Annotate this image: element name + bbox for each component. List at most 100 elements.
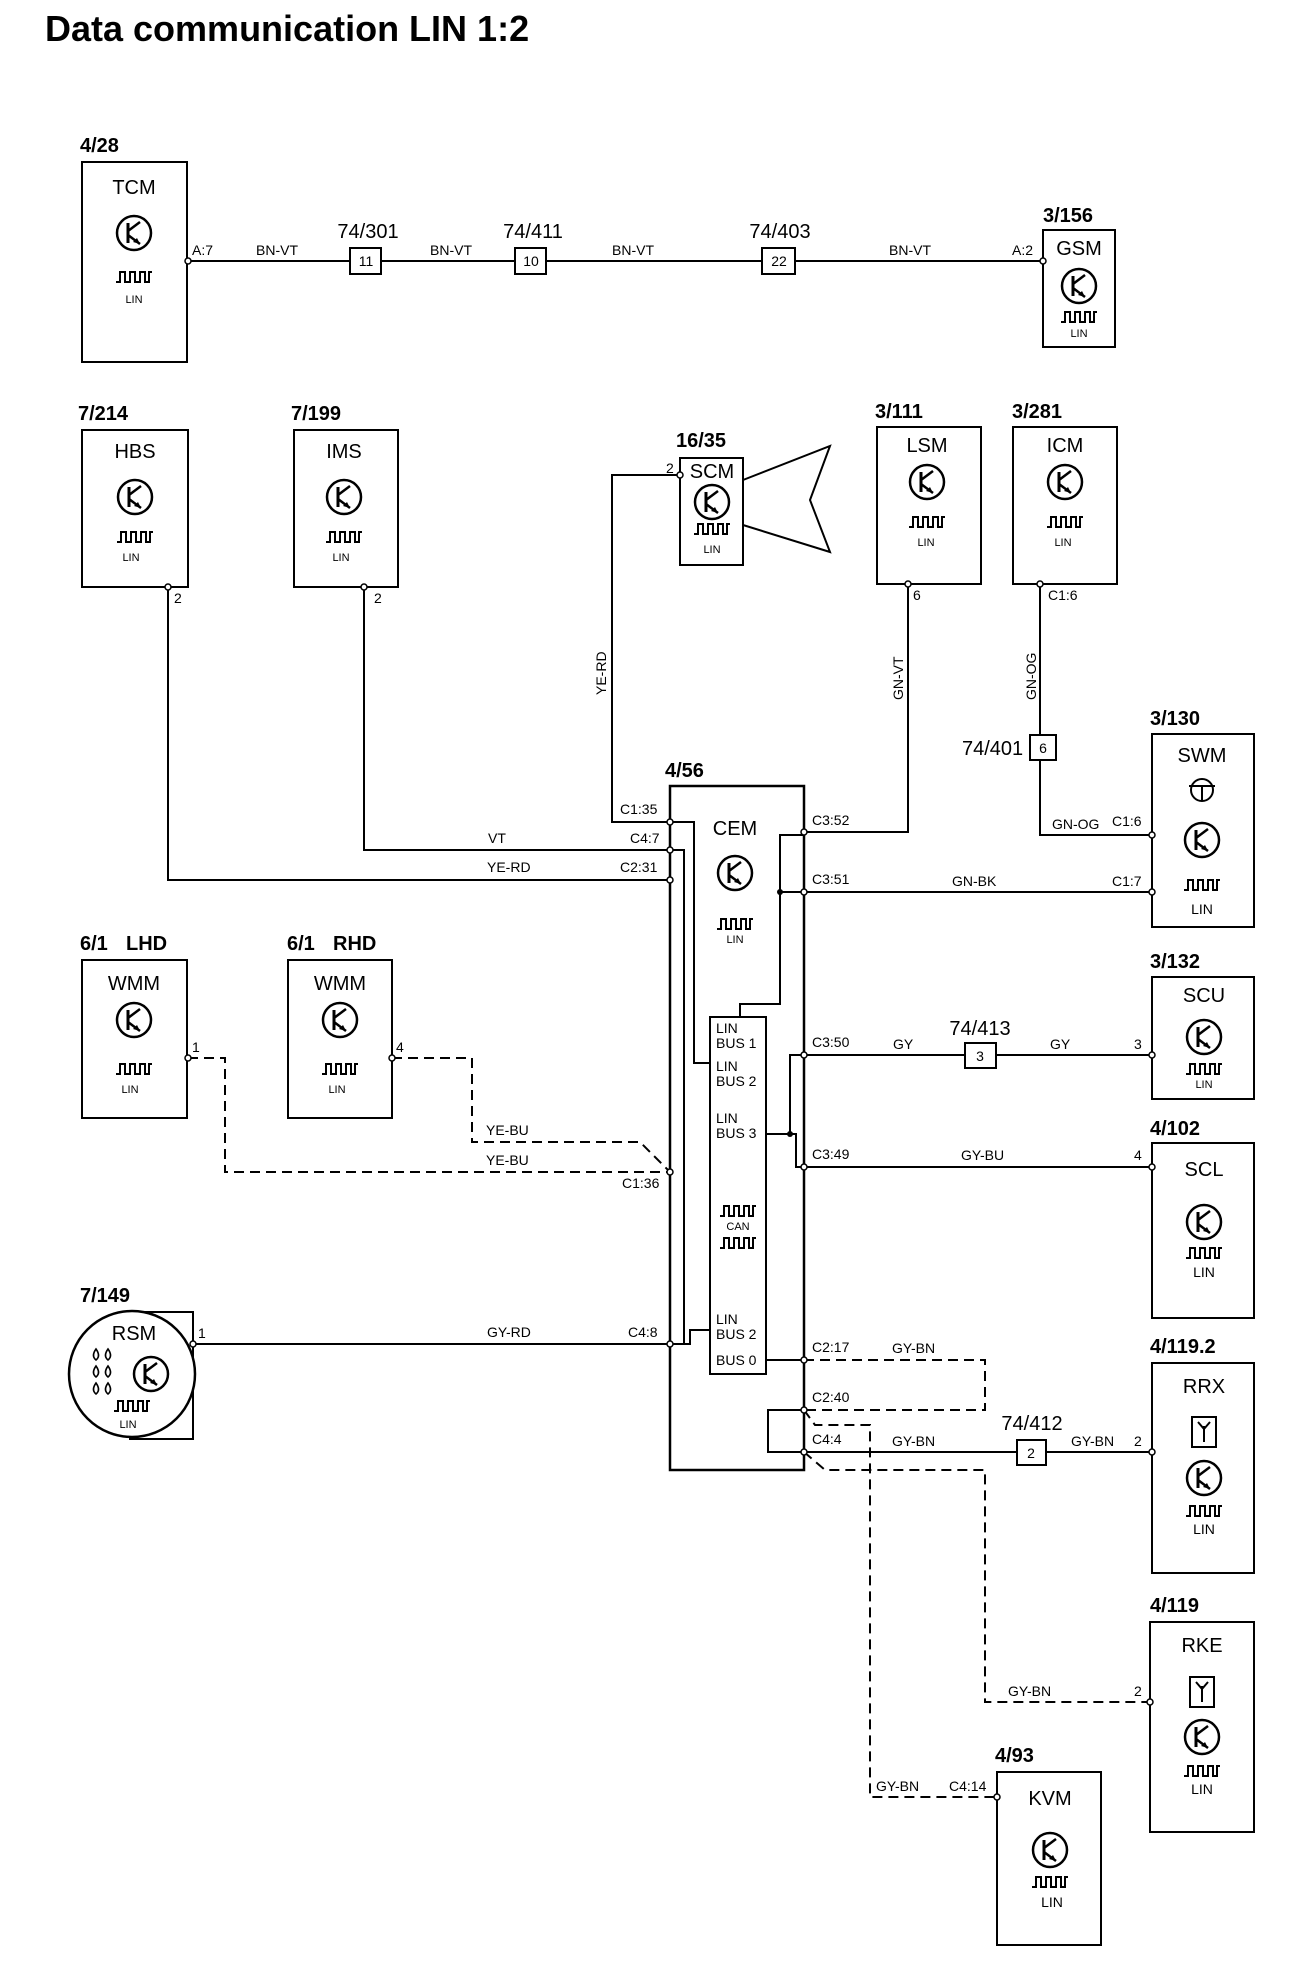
module-ref: 7/214 (78, 403, 129, 425)
dashed-wires (188, 1057, 1150, 1798)
module-name: CEM (713, 818, 757, 840)
steering-wheel-icon (1189, 778, 1215, 802)
module-gsm: 3/156 GSM LIN (1042, 205, 1116, 348)
module-ref: 4/119.2 (1150, 1336, 1216, 1358)
bus-label: LIN (1193, 1521, 1215, 1537)
square-wave-icon (1185, 1247, 1223, 1259)
bus-label: LIN (332, 552, 349, 564)
transistor-icon (1185, 1459, 1223, 1497)
module-ref: 3/130 (1150, 708, 1200, 730)
splice-dots (777, 889, 793, 1137)
module-swm: 3/130 SWM LIN (1150, 708, 1255, 928)
module-name: SWM (1178, 745, 1227, 767)
svg-text:YE-BU: YE-BU (486, 1122, 529, 1138)
module-scm: 16/35 SCM LIN (676, 430, 832, 566)
page-title: Data communication LIN 1:2 (45, 8, 530, 49)
module-ref: 16/35 (676, 430, 726, 452)
module-hbs: 7/214 HBS LIN (78, 403, 189, 588)
svg-text:10: 10 (523, 253, 539, 269)
svg-text:74/403: 74/403 (749, 221, 810, 243)
wire-labels: BN-VT BN-VT BN-VT BN-VT YE-RD GN-VT GN-O… (256, 242, 1114, 1794)
module-variant: LHD (126, 933, 167, 955)
bus-label: LIN (1070, 328, 1087, 340)
transistor-icon (1183, 821, 1221, 859)
cem-bus2-label: BUS 2 (716, 1073, 757, 1089)
svg-text:C4:4: C4:4 (812, 1431, 842, 1447)
svg-text:22: 22 (771, 253, 787, 269)
module-ref: 4/93 (995, 1745, 1034, 1767)
svg-text:GN-BK: GN-BK (952, 873, 997, 889)
module-name: SCU (1183, 985, 1225, 1007)
svg-text:11: 11 (359, 253, 374, 269)
svg-text:C3:52: C3:52 (812, 812, 850, 828)
square-wave-icon (115, 1063, 153, 1075)
svg-text:3: 3 (1134, 1036, 1142, 1052)
square-wave-icon (1185, 1505, 1223, 1517)
svg-text:GY-BN: GY-BN (1008, 1683, 1051, 1699)
cem-bus2b-label: BUS 2 (716, 1326, 757, 1342)
svg-text:C4:8: C4:8 (628, 1324, 658, 1340)
svg-text:1: 1 (192, 1039, 200, 1055)
svg-text:GY: GY (1050, 1036, 1071, 1052)
svg-text:GY-BN: GY-BN (892, 1433, 935, 1449)
square-wave-icon (116, 531, 154, 543)
module-name: ICM (1047, 435, 1084, 457)
square-wave-icon (716, 918, 754, 930)
square-wave-icon (1031, 1876, 1069, 1888)
square-wave-icon (1060, 311, 1098, 323)
svg-text:C2:17: C2:17 (812, 1339, 850, 1355)
pin-labels: A:7 A:2 2 2 2 6 C1:6 C1:6 C1:7 C1:35 C4:… (174, 242, 1142, 1794)
svg-text:C3:49: C3:49 (812, 1146, 850, 1162)
svg-text:GY-BN: GY-BN (892, 1340, 935, 1356)
bus-label: LIN (328, 1084, 345, 1096)
svg-text:C1:36: C1:36 (622, 1175, 660, 1191)
cem-bus1-label: LIN (716, 1020, 738, 1036)
svg-text:GN-OG: GN-OG (1023, 653, 1039, 700)
svg-text:2: 2 (1027, 1445, 1035, 1461)
antenna-icon (1191, 1416, 1217, 1448)
module-variant: RHD (333, 933, 376, 955)
transistor-icon (1185, 1203, 1223, 1241)
transistor-icon (1046, 463, 1084, 501)
module-scu: 3/132 SCU LIN (1150, 951, 1255, 1100)
module-rsm: 7/149 RSM LIN (67, 1285, 197, 1440)
module-lsm: 3/111 LSM LIN (875, 401, 982, 585)
transistor-icon (1031, 1831, 1069, 1869)
square-wave-icon (1183, 879, 1221, 891)
svg-text:6: 6 (1039, 740, 1047, 756)
transistor-icon (321, 1001, 359, 1039)
cem-bus-panel (709, 1016, 767, 1375)
module-ref: 3/281 (1012, 401, 1062, 423)
svg-text:C4:14: C4:14 (949, 1778, 987, 1794)
svg-text:4: 4 (396, 1039, 404, 1055)
cem-bus0-label: BUS 0 (716, 1352, 757, 1368)
svg-text:GN-OG: GN-OG (1052, 816, 1099, 832)
cem-bus2b-label: LIN (716, 1311, 738, 1327)
svg-text:6: 6 (913, 587, 921, 603)
module-ref: 7/149 (80, 1285, 130, 1307)
transistor-icon (115, 1001, 153, 1039)
cem-bus3-label: LIN (716, 1110, 738, 1126)
svg-text:C4:7: C4:7 (630, 830, 660, 846)
bus-label: LIN (703, 544, 720, 556)
module-rrx: 4/119.2 RRX LIN (1150, 1336, 1255, 1574)
bus-label: LIN (125, 294, 142, 306)
square-wave-icon (1046, 516, 1084, 528)
solid-wires (167, 260, 1152, 1453)
transistor-icon (1185, 1018, 1223, 1056)
module-name: TCM (112, 177, 155, 199)
svg-text:74/413: 74/413 (949, 1018, 1010, 1040)
transistor-icon (693, 483, 731, 521)
module-ref: 6/1 (80, 933, 108, 955)
svg-text:2: 2 (174, 590, 182, 606)
module-scl: 4/102 SCL LIN (1150, 1118, 1255, 1319)
svg-text:GY: GY (893, 1036, 914, 1052)
transistor-icon (908, 463, 946, 501)
bus-label: LIN (119, 1419, 136, 1431)
module-tcm: 4/28 TCM LIN (80, 135, 188, 363)
module-icm: 3/281 ICM LIN (1012, 401, 1118, 585)
svg-text:BN-VT: BN-VT (889, 242, 931, 258)
transistor-icon (116, 478, 154, 516)
cem-bus1-label: BUS 1 (716, 1035, 757, 1051)
square-wave-icon (115, 271, 153, 283)
